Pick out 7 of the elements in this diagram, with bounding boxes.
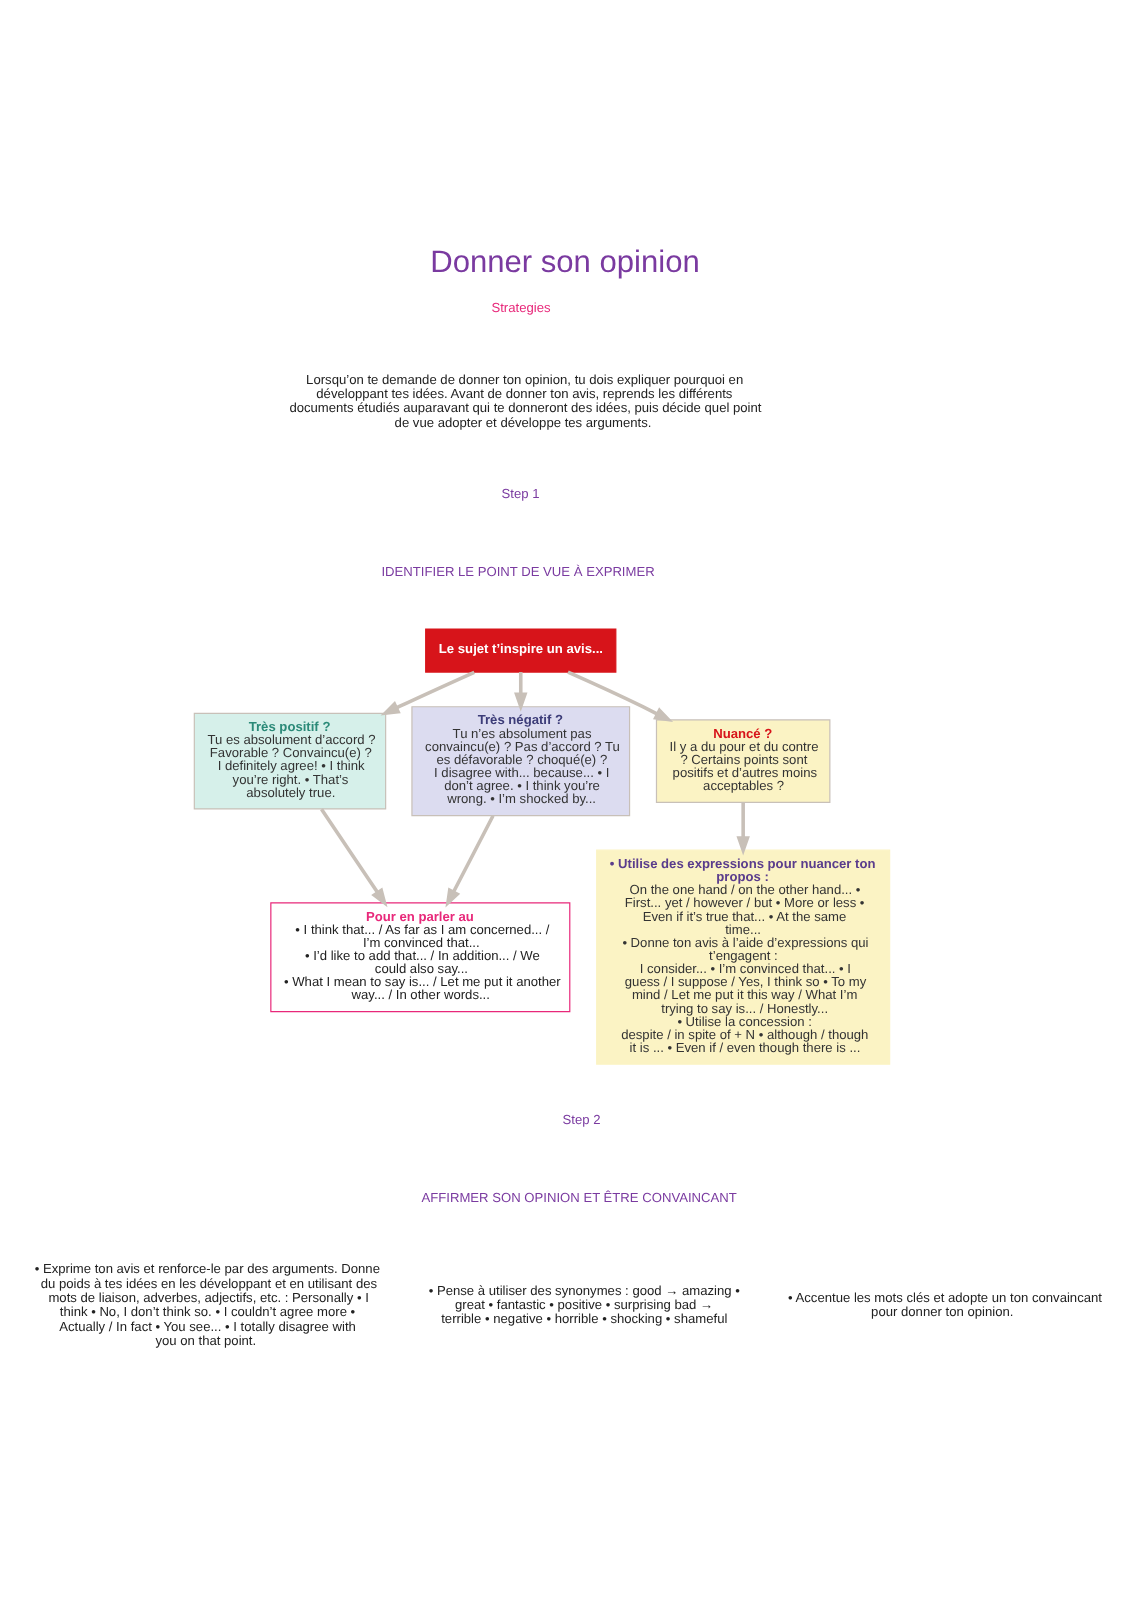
arrow [320, 808, 388, 908]
arrow [736, 802, 750, 856]
arrow [514, 672, 528, 712]
arrow [567, 670, 674, 723]
diagram-title: Donner son opinion [430, 246, 700, 281]
arrow [380, 670, 475, 716]
arrow [445, 814, 495, 908]
